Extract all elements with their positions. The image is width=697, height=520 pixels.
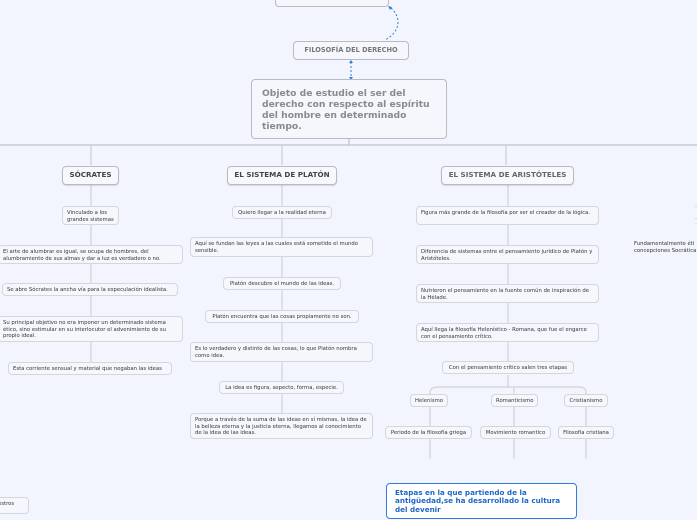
- central-topic-node[interactable]: Objeto de estudio el ser del derecho con…: [251, 79, 447, 139]
- platon-item[interactable]: Platón descubre el mundo de las ideas.: [223, 277, 341, 290]
- main-connector: [0, 139, 697, 146]
- aristoteles-item[interactable]: Aquí llega la filosofía Helenístico - Ro…: [416, 323, 599, 342]
- offscreen-left-text: estros: [0, 501, 15, 507]
- socrates-item[interactable]: El arte de alumbrar es igual, se ocupa d…: [0, 245, 183, 264]
- socrates-item[interactable]: Su principal objetivo no era imponer un …: [0, 316, 183, 342]
- stage-romanticismo[interactable]: Romanticismo: [491, 394, 538, 407]
- relation-arrowhead-root: [349, 60, 353, 63]
- offscreen-left-node[interactable]: estros: [0, 497, 29, 514]
- aristoteles-item[interactable]: Con el pensamiento crítico salen tres et…: [442, 361, 574, 374]
- stages-note-node[interactable]: Etapas en la que partiendo de la antigüe…: [386, 483, 577, 519]
- aristoteles-item[interactable]: Figura más grande de la filosofía por se…: [416, 206, 599, 225]
- stage-helenismo-child[interactable]: Periodo de la filosofía griega: [385, 426, 472, 439]
- socrates-item[interactable]: Esta corriente sensual y material que ne…: [8, 362, 172, 375]
- aristoteles-item[interactable]: Diferencia de sistemas entre el pensamie…: [416, 245, 599, 264]
- platon-item[interactable]: Es lo verdadero y distinto de las cosas,…: [190, 342, 373, 362]
- offscreen-right-node-edge[interactable]: [695, 206, 697, 219]
- socrates-item[interactable]: Se abre Sócrates la ancha vía para la es…: [2, 283, 178, 296]
- stage-cristianismo-child[interactable]: Filosofía cristiana: [558, 426, 614, 439]
- relation-arrowhead-top: [388, 6, 392, 10]
- platon-item[interactable]: La idea es figura, aspecto, forma, espec…: [219, 381, 344, 394]
- top-parent-node[interactable]: [275, 0, 389, 7]
- socrates-item[interactable]: Vinculado a los grandes sistemas: [62, 206, 119, 225]
- platon-item[interactable]: Platón encuentra que las cosas propiamen…: [205, 310, 359, 323]
- stage-cristianismo[interactable]: Cristianismo: [564, 394, 608, 407]
- stages-connector: [429, 375, 587, 395]
- platon-item[interactable]: Aquí se fundan las leyes a las cuales es…: [190, 237, 373, 257]
- branch-aristoteles[interactable]: EL SISTEMA DE ARISTÓTELES: [441, 166, 574, 185]
- root-node-filosofia-del-derecho[interactable]: FILOSOFÍA DEL DERECHO: [293, 41, 409, 60]
- stage-romanticismo-child[interactable]: Movimiento romantico: [480, 426, 551, 439]
- relation-arrow-top: [384, 7, 399, 41]
- aristoteles-item[interactable]: Nutrieron el pensamiento en la fuente co…: [416, 284, 599, 303]
- branch-socrates[interactable]: SÓCRATES: [62, 166, 119, 185]
- platon-item[interactable]: Quiero llegar a la realidad eterna: [232, 206, 332, 219]
- offscreen-right-text: Fundamentalmente éti concepciones Socrát…: [634, 241, 697, 254]
- branch-platon[interactable]: EL SISTEMA DE PLATÓN: [227, 166, 337, 185]
- platon-item[interactable]: Porque a través de la suma de las ideas …: [190, 413, 373, 439]
- stage-helenismo[interactable]: Helenismo: [410, 394, 448, 407]
